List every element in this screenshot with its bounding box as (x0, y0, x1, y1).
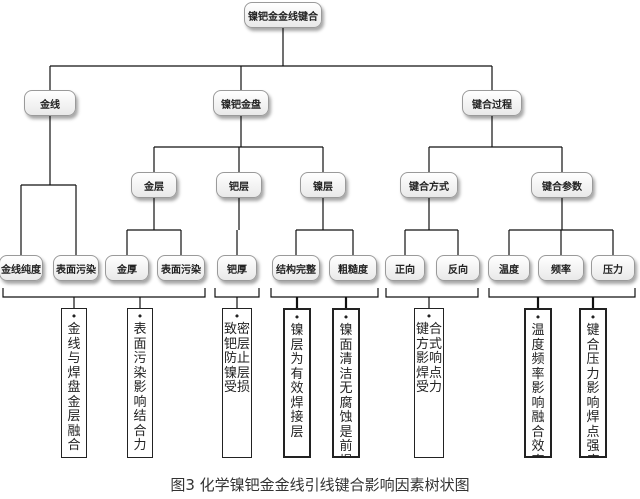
effect-box-4: 镍面清洁无腐蚀是前提 (332, 308, 360, 458)
effect-box-6: 温度频率影响融合效率 (524, 308, 552, 458)
node-gold-layer: 金层 (131, 172, 177, 198)
node-nickel-layer: 镍层 (300, 172, 346, 198)
effect-text-1: 表面污染影响结合力 (128, 309, 152, 454)
effect-bracket-3 (385, 288, 479, 298)
effect-box-2: 致密钯层防止镍层受损 (222, 308, 252, 458)
node-gold-wire: 金线 (24, 90, 76, 116)
leaf-node-10: 频率 (538, 255, 584, 281)
effect-text-4: 镍面清洁无腐蚀是前提 (334, 310, 358, 456)
effect-box-7: 键合压力影响焊点强度 (579, 308, 607, 458)
leaf-node-1: 表面污染 (53, 255, 99, 281)
node-nipdau-pad: 镍钯金盘 (213, 90, 269, 116)
effect-box-3: 镍层为有效焊接层 (283, 308, 311, 458)
effect-text-3: 镍层为有效焊接层 (285, 310, 309, 440)
node-bonding-mode: 键合方式 (400, 172, 458, 198)
figure-caption: 图3 化学镍钯金金线引线键合影响因素树状图 (170, 476, 470, 494)
leaf-node-6: 粗糙度 (329, 255, 377, 281)
root-node: 镍钯金金线键合 (244, 2, 322, 28)
leaf-node-9: 温度 (488, 255, 530, 281)
leaf-node-7: 正向 (385, 255, 425, 281)
effect-box-5: 键合方式影响焊点受力 (414, 308, 444, 458)
effect-text-7: 键合压力影响焊点强度 (581, 310, 605, 456)
leaf-node-3: 表面污染 (157, 255, 205, 281)
effect-bracket-2 (270, 288, 379, 298)
leaf-node-4: 钯厚 (217, 255, 257, 281)
node-palladium-layer: 钯层 (216, 172, 262, 198)
leaf-node-8: 反向 (436, 255, 480, 281)
effect-bracket-1 (214, 288, 260, 298)
effect-text-0: 金线与焊盘金层融合 (62, 309, 86, 454)
effect-text-2: 致密钯层防止镍层受损 (223, 309, 251, 396)
leaf-node-0: 金线纯度 (0, 255, 43, 281)
effect-text-5: 键合方式影响焊点受力 (415, 309, 443, 396)
effect-bracket-4 (488, 288, 636, 298)
effect-box-1: 表面污染影响结合力 (127, 308, 153, 458)
leaf-node-5: 结构完整 (272, 255, 320, 281)
node-bonding-process: 键合过程 (462, 90, 522, 116)
effect-text-6: 温度频率影响融合效率 (526, 310, 550, 456)
leaf-node-11: 压力 (591, 255, 635, 281)
leaf-node-2: 金厚 (105, 255, 149, 281)
effect-bracket-0 (2, 288, 206, 298)
effect-box-0: 金线与焊盘金层融合 (61, 308, 87, 458)
node-bonding-params: 键合参数 (531, 172, 593, 198)
